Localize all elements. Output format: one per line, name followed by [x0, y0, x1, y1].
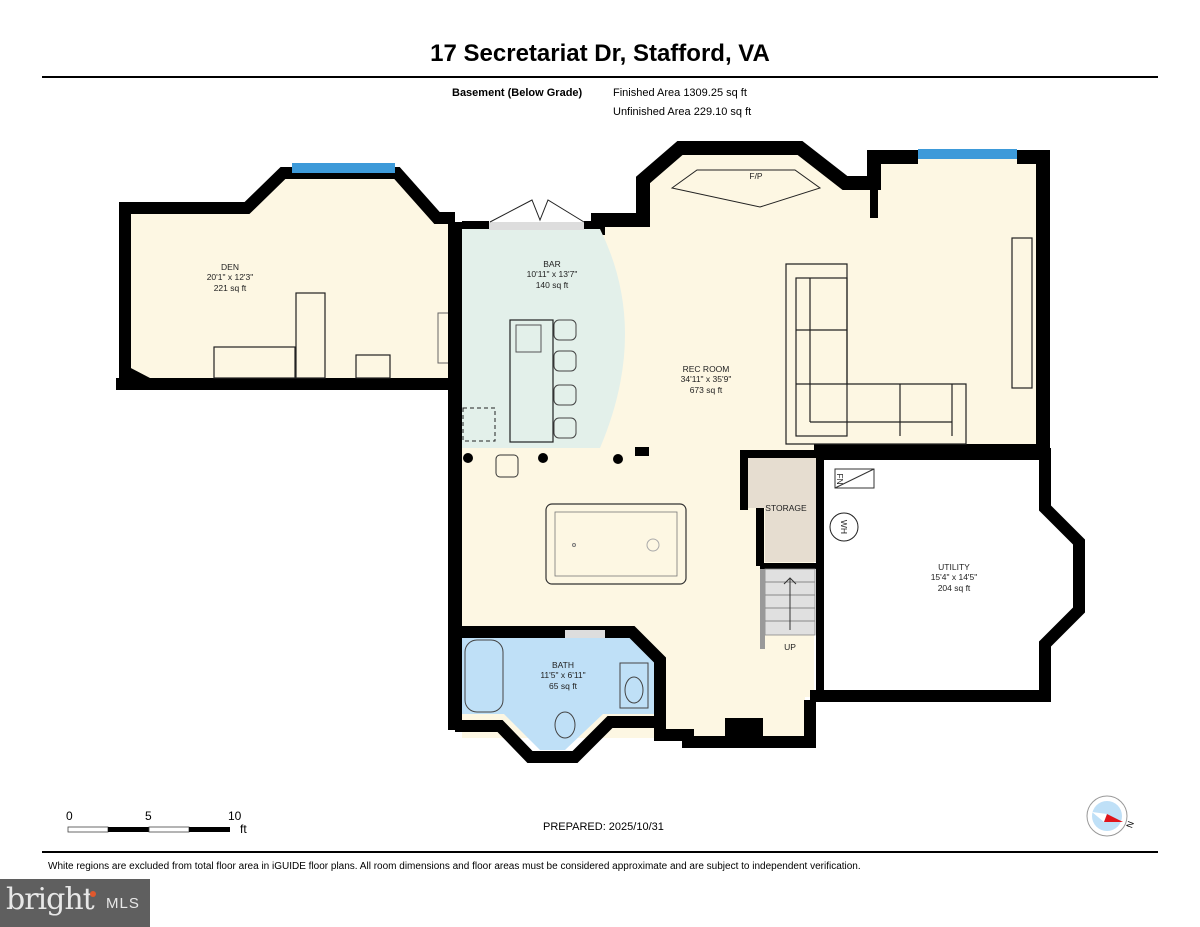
bath-dims: 11'5" x 6'11" [540, 670, 585, 680]
room-storage[interactable]: STORAGE [740, 450, 824, 700]
rec-dims: 34'11" x 35'9" [681, 374, 732, 384]
storage-label: STORAGE [765, 503, 807, 513]
bar-name: BAR [543, 259, 560, 269]
bar-area: 140 sq ft [536, 280, 569, 290]
utility-name: UTILITY [938, 562, 970, 572]
prepared-date: PREPARED: 2025/10/31 [543, 821, 664, 833]
water-heater-label: WH [839, 520, 849, 534]
compass-icon: N [1086, 795, 1136, 837]
fireplace-label: F/P [749, 171, 763, 181]
logo-brand: bright [6, 882, 95, 917]
window [918, 149, 1017, 159]
den-dims: 20'1" x 12'3" [207, 272, 254, 282]
bath-name: BATH [552, 660, 574, 670]
room-bar[interactable]: BAR 10'11" x 13'7" 140 sq ft [462, 199, 625, 448]
utility-area: 204 sq ft [938, 583, 971, 593]
sectional-sofa [785, 263, 967, 445]
level-label: Basement (Below Grade) [452, 87, 583, 99]
rec-name: REC ROOM [683, 364, 730, 374]
stairs[interactable]: UP [760, 568, 816, 652]
finished-area: Finished Area 1309.25 sq ft [613, 87, 747, 99]
room-utility[interactable]: WH FN UTILITY 15'4" x 14'5" 204 sq ft [810, 448, 1085, 702]
compass-north: N [1124, 820, 1136, 830]
scale-unit: ft [240, 822, 247, 836]
page-title: 17 Secretariat Dr, Stafford, VA [430, 40, 770, 67]
scale-tick-5: 5 [145, 809, 152, 823]
bar-dims: 10'11" x 13'7" [527, 269, 578, 279]
window [292, 163, 395, 173]
unfinished-area: Unfinished Area 229.10 sq ft [613, 106, 752, 118]
scale-bar [67, 826, 230, 833]
room-den[interactable]: DEN 20'1" x 12'3" 221 sq ft [116, 163, 460, 390]
rec-area: 673 sq ft [690, 385, 723, 395]
logo-dot-icon [90, 891, 96, 897]
stairs-label: UP [784, 642, 796, 652]
furnace-label: FN [835, 473, 845, 484]
utility-dims: 15'4" x 14'5" [931, 572, 978, 582]
bath-area: 65 sq ft [549, 681, 578, 691]
header-divider [42, 76, 1158, 78]
scale-tick-0: 0 [66, 809, 73, 823]
room-bath[interactable]: BATH 11'5" x 6'11" 65 sq ft [449, 626, 666, 763]
scale-tick-10: 10 [228, 809, 242, 823]
logo-suffix: MLS [106, 895, 140, 912]
bright-mls-logo: bright MLS [0, 879, 150, 927]
disclaimer: White regions are excluded from total fl… [48, 861, 861, 872]
den-area: 221 sq ft [214, 283, 247, 293]
den-name: DEN [221, 262, 239, 272]
footer-divider [42, 851, 1158, 853]
pool-table [545, 503, 687, 585]
